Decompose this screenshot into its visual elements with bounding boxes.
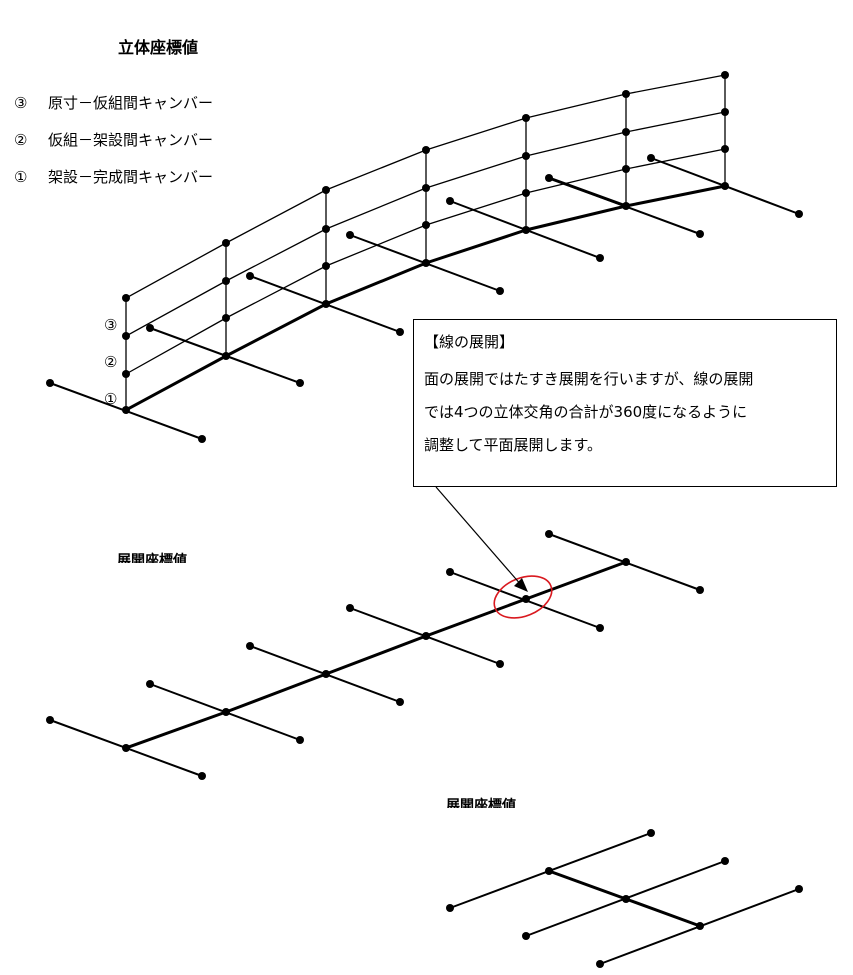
developed-nodes-1 bbox=[46, 530, 704, 780]
legend-text: 架設－完成間キャンバー bbox=[48, 168, 214, 186]
developed-coordinates-title-1: 展開座標値 bbox=[117, 553, 187, 563]
legend-text: 仮組－架設間キャンバー bbox=[48, 131, 214, 149]
legend-item-1: ① 架設－完成間キャンバー bbox=[14, 166, 213, 187]
callout-heading: 【線の展開】 bbox=[424, 333, 515, 351]
solid-nodes bbox=[46, 71, 803, 443]
callout-line: では4つの立体交角の合計が360度になるように bbox=[424, 403, 748, 421]
legend-mark: ① bbox=[14, 168, 28, 186]
solid-coordinates-title: 立体座標値 bbox=[118, 38, 199, 57]
developed-nodes-2 bbox=[446, 829, 803, 968]
developed-diagram-1 bbox=[46, 486, 704, 780]
callout-line: 調整して平面展開します。 bbox=[424, 436, 603, 454]
vertical-posts bbox=[125, 75, 726, 410]
legend-item-2: ② 仮組－架設間キャンバー bbox=[14, 129, 213, 150]
legend-text: 原寸－仮組間キャンバー bbox=[48, 94, 214, 112]
highlight-segment bbox=[548, 176, 627, 208]
level-mark-1: ① bbox=[104, 390, 118, 408]
callout-body: 面の展開ではたすき展開を行いますが、線の展開 では4つの立体交角の合計が360度… bbox=[424, 363, 828, 462]
level-mark-3: ③ bbox=[104, 316, 118, 334]
legend-mark: ② bbox=[14, 131, 28, 149]
callout-pointer-line bbox=[435, 486, 523, 587]
callout-box: 【線の展開】 面の展開ではたすき展開を行いますが、線の展開 では4つの立体交角の… bbox=[413, 319, 837, 487]
level-mark-2: ② bbox=[104, 353, 118, 371]
legend-item-3: ③ 原寸－仮組間キャンバー bbox=[14, 92, 213, 113]
solid-coordinate-diagram bbox=[46, 71, 803, 443]
callout-arrowhead bbox=[514, 578, 528, 592]
developed-diagram-2 bbox=[446, 829, 803, 968]
developed-girder-line bbox=[125, 560, 627, 750]
legend-mark: ③ bbox=[14, 94, 28, 112]
callout-line: 面の展開ではたすき展開を行いますが、線の展開 bbox=[424, 370, 754, 388]
developed-coordinates-title-2: 展開座標値 bbox=[446, 798, 516, 808]
